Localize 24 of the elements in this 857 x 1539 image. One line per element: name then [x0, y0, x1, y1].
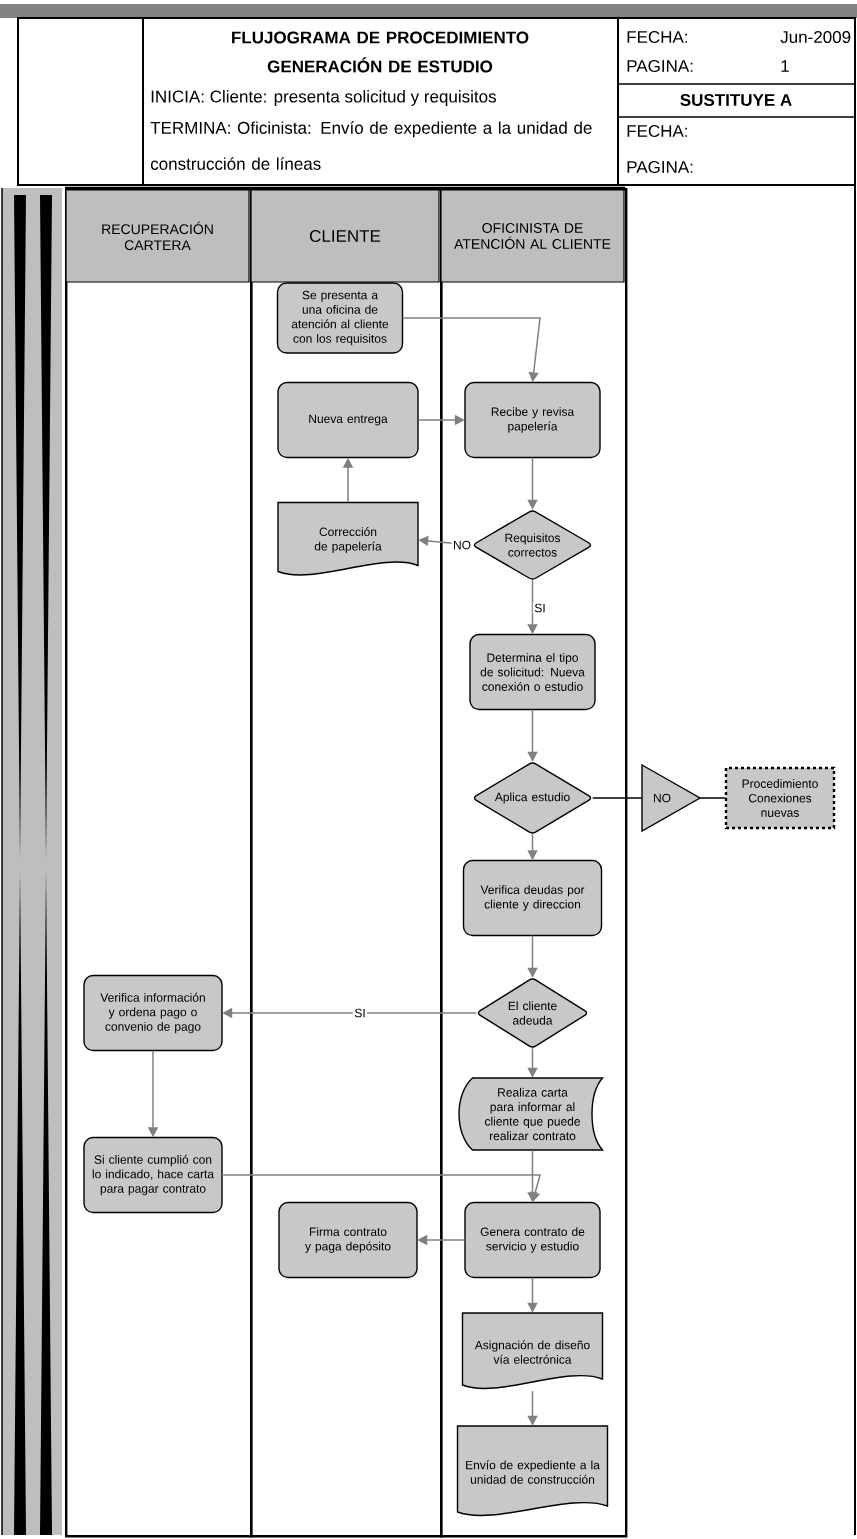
field-value: Jun-2009 — [780, 31, 851, 44]
process-box: Si cliente cumplió con lo indicado, hace carta para pagar contrato — [83, 1136, 223, 1214]
connector-box: Procedimiento Conexiones nuevas — [724, 766, 836, 830]
edge-label: NO — [451, 539, 473, 551]
process-box: Se presenta a una oficina de atención al cliente con los requisitos — [276, 282, 404, 354]
field-label: PAGINA: — [627, 161, 693, 174]
edge-label: NO — [651, 792, 673, 804]
process-box: Verifica deudas por cliente y direccion — [462, 859, 603, 937]
process-box: Determina el tipo de solicitud: Nueva conexión o estudio — [469, 633, 596, 711]
process-box: Nueva entrega — [277, 381, 419, 459]
field-label: PAGINA: — [627, 60, 693, 73]
edge-label: SI — [532, 602, 548, 614]
title: FLUJOGRAMA DE PROCEDIMIENTO GENERACIÓN DE ESTUDIO — [232, 31, 529, 73]
end-note: TERMINA: Oficinista: Envío de expediente a la unidad de construcción de líneas — [150, 121, 592, 170]
section-heading: SUSTITUYE A — [680, 94, 792, 107]
field-label: FECHA: — [627, 31, 687, 44]
process-box: Firma contrato y paga depósito — [278, 1201, 418, 1279]
process-box: Genera contrato de servicio y estudio — [464, 1201, 601, 1279]
process-box: Verifica información y ordena pago o convenio de pago — [83, 974, 223, 1052]
process-box: Recibe y revisa papelería — [464, 381, 601, 459]
field-value: 1 — [781, 60, 789, 72]
edge-label: SI — [352, 1007, 368, 1019]
field-label: FECHA: — [627, 125, 687, 138]
start-note: INICIA: Cliente: presenta solicitud y requisitos — [151, 90, 496, 106]
